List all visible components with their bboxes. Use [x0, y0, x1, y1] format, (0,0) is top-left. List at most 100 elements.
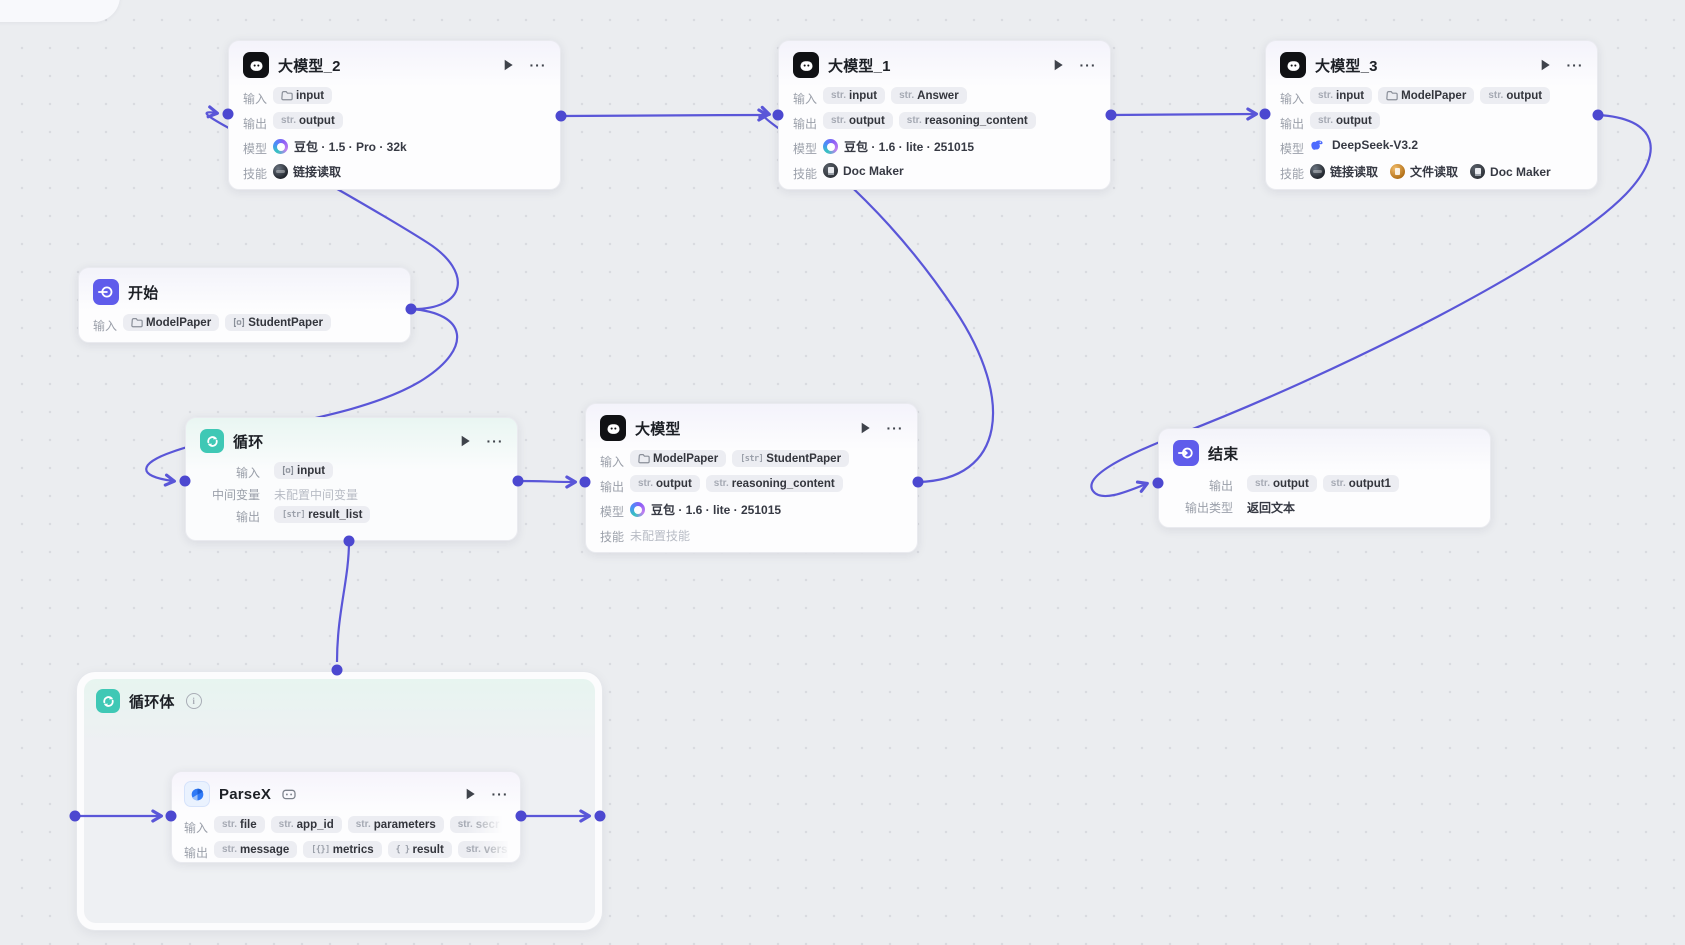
node-row: 输出[str]result_list	[200, 506, 503, 525]
port-loopbody-right[interactable]	[594, 810, 606, 822]
folder-icon	[131, 317, 143, 328]
row-label: 技能	[793, 167, 818, 181]
port-model2-out[interactable]	[555, 110, 567, 122]
port-start-out[interactable]	[405, 303, 417, 315]
type-str: str.	[831, 90, 847, 101]
row-label: 输出类型	[1184, 501, 1233, 515]
folder-icon	[638, 453, 650, 464]
node-row: 输出 str.output	[243, 112, 546, 132]
port-parsex-out[interactable]	[515, 810, 527, 822]
port-model1-out[interactable]	[1105, 109, 1117, 121]
port-model3-out[interactable]	[1592, 109, 1604, 121]
row-label: 模型	[793, 142, 818, 156]
row-label: 输入	[1280, 92, 1305, 106]
type-str: str.	[831, 115, 847, 126]
port-loop-out[interactable]	[512, 475, 524, 487]
row-value: 返回文本	[1247, 501, 1296, 515]
model-value: 豆包 · 1.6 · lite · 251015	[630, 500, 781, 518]
type-str: str.	[457, 819, 473, 830]
run-node-button[interactable]	[857, 420, 873, 436]
node-row: 技能未配置技能	[600, 525, 903, 545]
type-str: str.	[1255, 478, 1271, 489]
node-more-button[interactable]: ···	[529, 57, 547, 73]
node-header: 大模型_2···	[243, 52, 546, 78]
edge-loop-to-loopbody	[335, 540, 351, 663]
file-reader-icon	[1390, 164, 1406, 179]
param-chip: str.secr	[449, 816, 508, 833]
param-chip: str.output	[273, 112, 343, 129]
port-end-in[interactable]	[1152, 477, 1164, 489]
port-model-out[interactable]	[912, 476, 924, 488]
type-str: str.	[1488, 90, 1504, 101]
info-icon[interactable]: i	[185, 693, 202, 709]
node-row: 输出类型返回文本	[1173, 497, 1476, 516]
doc-maker-icon	[1470, 164, 1486, 179]
array-icon	[282, 465, 294, 476]
type-str: str.	[222, 844, 238, 855]
node-row: 中间变量未配置中间变量	[200, 484, 503, 503]
skill-item: Doc Maker	[1470, 163, 1551, 179]
row-label: 输入	[243, 92, 268, 106]
row-label: 输出	[793, 117, 818, 131]
llm-icon	[1280, 52, 1306, 78]
row-label: 输出	[1208, 479, 1233, 493]
row-value: 未配置中间变量	[274, 488, 359, 502]
node-more-button[interactable]: ···	[1079, 57, 1097, 73]
port-loop-in[interactable]	[179, 475, 191, 487]
port-model3-in[interactable]	[1259, 108, 1271, 120]
param-chip: str.output1	[1322, 475, 1399, 492]
run-node-button[interactable]	[1050, 57, 1066, 73]
deepseek-icon	[1311, 139, 1323, 150]
node-title: ParseX	[219, 785, 272, 803]
run-node-button[interactable]	[462, 786, 478, 802]
type-str: str.	[222, 819, 238, 830]
run-node-button[interactable]	[500, 57, 516, 73]
port-parsex-in[interactable]	[165, 810, 177, 822]
port-loop-bottom[interactable]	[343, 535, 355, 547]
port-loopbody-top[interactable]	[331, 664, 343, 676]
port-model2-in[interactable]	[222, 108, 234, 120]
row-label: 技能	[600, 530, 625, 544]
param-chip: [str]result_list	[274, 506, 371, 523]
node-more-button[interactable]: ···	[491, 786, 509, 802]
skill-item: 链接读取	[273, 162, 341, 180]
param-chip: str.parameters	[347, 816, 444, 833]
param-chip: [str]StudentPaper	[732, 450, 850, 467]
port-model-in[interactable]	[579, 476, 591, 488]
type-str: str.	[1330, 478, 1346, 489]
port-model1-in[interactable]	[772, 109, 784, 121]
run-node-button[interactable]	[457, 433, 473, 449]
type-str: str.	[638, 478, 654, 489]
type-str: str.	[281, 115, 297, 126]
node-more-button[interactable]: ···	[1566, 57, 1584, 73]
port-loopbody-left[interactable]	[69, 810, 81, 822]
param-chip: str.output	[630, 475, 700, 492]
run-node-button[interactable]	[1537, 57, 1553, 73]
node-more-button[interactable]: ···	[486, 433, 504, 449]
node-more-button[interactable]: ···	[886, 420, 904, 436]
node-title: 大模型_1	[828, 57, 891, 75]
param-chip: str.input	[823, 87, 886, 104]
param-chip: str.reasoning_content	[705, 475, 843, 492]
param-chip: input	[274, 462, 334, 479]
node-row: 模型豆包 · 1.5 · Pro · 32k	[243, 137, 546, 157]
edge-start-to-loop	[145, 307, 459, 487]
row-label: 输出	[243, 117, 268, 131]
